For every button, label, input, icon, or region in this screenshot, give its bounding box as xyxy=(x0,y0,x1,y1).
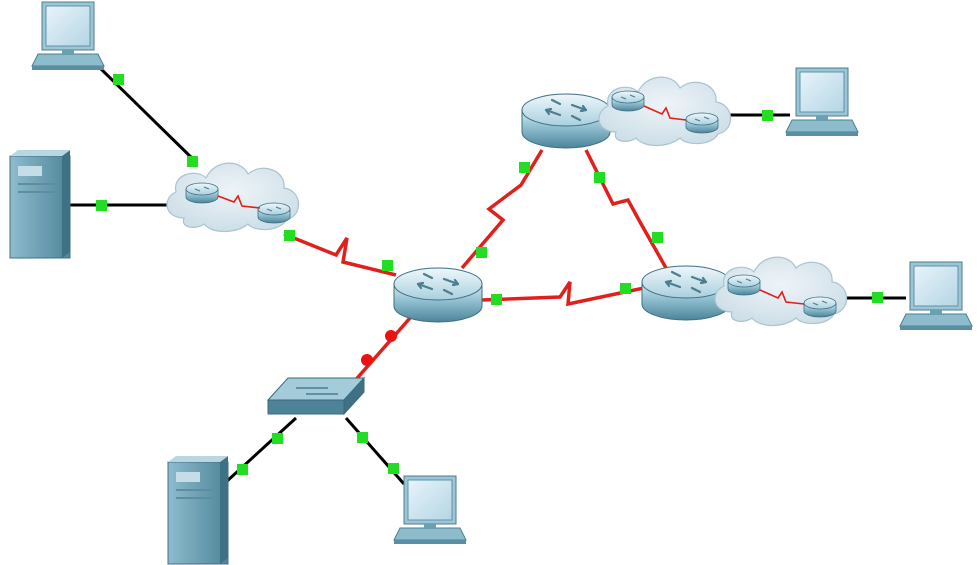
link-router-center-to-router-right[interactable] xyxy=(481,281,645,307)
cloud-right[interactable] xyxy=(714,256,848,327)
pc-top-left[interactable] xyxy=(31,1,105,71)
link-router-center-to-switch-bottom[interactable] xyxy=(350,316,412,386)
pc-right[interactable] xyxy=(899,261,973,331)
link-switch-bottom-to-pc-bottom[interactable] xyxy=(344,417,406,485)
pc-bottom[interactable] xyxy=(393,475,467,545)
port-light-up xyxy=(652,232,663,243)
switch-bottom[interactable] xyxy=(267,377,365,415)
port-light-up xyxy=(620,283,631,294)
port-light-up xyxy=(762,110,773,121)
router-center[interactable] xyxy=(392,266,484,324)
port-light-up xyxy=(113,74,124,85)
cloud-left[interactable] xyxy=(166,162,300,233)
port-light-up xyxy=(872,292,883,303)
port-light-up xyxy=(237,464,248,475)
port-light-up xyxy=(388,463,399,474)
link-router-center-to-router-top[interactable] xyxy=(460,149,544,270)
server-bottom[interactable] xyxy=(167,455,229,565)
port-light-up xyxy=(272,433,283,444)
port-light-up xyxy=(96,200,107,211)
port-light-up xyxy=(284,230,295,241)
cloud-top-right[interactable] xyxy=(598,76,732,147)
server-left[interactable] xyxy=(9,149,71,259)
port-light-up xyxy=(519,162,530,173)
link-switch-bottom-to-server-bottom[interactable] xyxy=(224,416,298,484)
pc-top-right[interactable] xyxy=(785,67,859,137)
port-light-up xyxy=(594,172,605,183)
port-light-up xyxy=(357,432,368,443)
link-router-top-to-router-right[interactable] xyxy=(584,149,668,269)
port-lights-layer xyxy=(96,74,883,475)
port-light-up xyxy=(491,294,502,305)
port-light-down xyxy=(385,330,397,342)
link-cloud-left-to-router-center[interactable] xyxy=(283,232,397,277)
router-top[interactable] xyxy=(520,92,612,150)
port-light-up xyxy=(476,247,487,258)
port-light-down xyxy=(361,354,373,366)
port-light-up xyxy=(187,156,198,167)
port-light-up xyxy=(382,260,393,271)
